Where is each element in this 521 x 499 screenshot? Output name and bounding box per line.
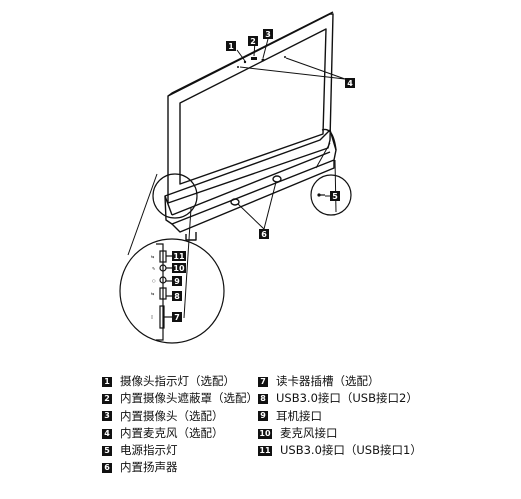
svg-text:9: 9 [174, 277, 180, 286]
callout-8: 8 [172, 291, 182, 301]
svg-text:7: 7 [174, 313, 180, 322]
speaker-bar [164, 129, 337, 225]
legend-item: 7 读卡器插槽（选配） [258, 373, 422, 390]
usb-port-icon: ⇆ [151, 254, 155, 259]
legend-left: 1 摄像头指示灯（选配） 2 内置摄像头遮蔽罩（选配） 3 内置摄像头（选配） … [102, 373, 258, 477]
all-in-one-computer-diagram: ⇆ ✎ ○ ⇆ ▯ 1 2 3 4 5 6 [119, 11, 355, 344]
monitor-screen [179, 28, 327, 185]
legend-number: 7 [258, 376, 268, 387]
legend-text: 内置摄像头（选配） [120, 408, 224, 423]
callout-4: 4 [345, 78, 355, 88]
legend-number: 2 [102, 393, 112, 404]
legend-number: 6 [102, 463, 112, 474]
legend-text: 内置麦克风（选配） [120, 425, 224, 440]
legend-item: 5 电源指示灯 [102, 442, 258, 459]
legend-text: 摄像头指示灯（选配） [120, 374, 235, 388]
callout-2: 2 [248, 36, 258, 46]
legend-item: 3 内置摄像头（选配） [102, 408, 258, 425]
legend-text: USB3.0接口（USB接口1） [280, 443, 422, 458]
corner-zoom-circle [152, 173, 198, 219]
legend-text: 内置摄像头遮蔽罩（选配） [120, 391, 258, 406]
legend-number: 8 [258, 393, 268, 404]
legend-number: 9 [258, 411, 268, 422]
headphone-jack [159, 276, 167, 284]
svg-text:3: 3 [265, 30, 271, 39]
legend-text: USB3.0接口（USB接口2） [276, 391, 418, 406]
headphone-jack-icon: ○ [152, 278, 156, 283]
speaker-grille-2 [272, 175, 282, 183]
power-indicator-dot [317, 193, 321, 197]
legend-item: 8 USB3.0接口（USB接口2） [258, 390, 422, 407]
legend-item: 6 内置扬声器 [102, 459, 258, 476]
ports-zoom-circle [119, 238, 225, 344]
legend-item: 9 耳机接口 [258, 408, 422, 425]
legend-item: 10 麦克风接口 [258, 425, 422, 442]
usb-port-2 [159, 287, 167, 300]
mic-dot-left [237, 66, 239, 68]
legend-number: 10 [258, 428, 272, 439]
legend-number: 3 [102, 411, 112, 422]
legend-number: 1 [102, 376, 112, 387]
svg-text:5: 5 [332, 192, 338, 201]
legend-number: 4 [102, 428, 112, 439]
legend-text: 麦克风接口 [280, 425, 338, 440]
svg-text:10: 10 [173, 264, 185, 273]
callout-7: 7 [172, 312, 182, 322]
camera-indicator-dot [243, 60, 247, 64]
sd-card-icon: ▯ [151, 314, 153, 319]
svg-text:8: 8 [174, 292, 180, 301]
svg-text:6: 6 [261, 230, 267, 239]
speaker-grille-1 [230, 198, 240, 206]
callout-6: 6 [259, 229, 269, 239]
callout-1: 1 [226, 41, 236, 51]
legend-text: 电源指示灯 [120, 443, 178, 458]
legend-item: 4 内置麦克风（选配） [102, 425, 258, 442]
svg-text:4: 4 [347, 79, 353, 88]
legend-item: 11 USB3.0接口（USB接口1） [258, 442, 422, 459]
legend-item: 1 摄像头指示灯（选配） [102, 373, 258, 390]
mic-dot-right [284, 56, 286, 58]
camera-dot [261, 58, 265, 62]
legend-number: 11 [258, 445, 272, 456]
svg-text:11: 11 [173, 252, 185, 261]
callout-9: 9 [172, 276, 182, 286]
legend-number: 5 [102, 445, 112, 456]
legend-text: 耳机接口 [276, 408, 322, 423]
svg-text:1: 1 [228, 42, 234, 51]
callout-11: 11 [172, 251, 186, 261]
usb-port-icon: ⇆ [151, 291, 155, 296]
legend-text: 内置扬声器 [120, 460, 178, 475]
callout-5: 5 [330, 191, 340, 201]
callout-10: 10 [172, 263, 186, 273]
mic-jack-icon: ✎ [152, 266, 155, 271]
legend-right: 7 读卡器插槽（选配） 8 USB3.0接口（USB接口2） 9 耳机接口 10… [258, 373, 422, 459]
svg-text:2: 2 [250, 37, 256, 46]
callout-3: 3 [263, 29, 273, 39]
camera-shutter [251, 57, 257, 60]
legend-text: 读卡器插槽（选配） [276, 374, 380, 388]
power-zoom-circle [310, 174, 352, 216]
legend-item: 2 内置摄像头遮蔽罩（选配） [102, 390, 258, 407]
